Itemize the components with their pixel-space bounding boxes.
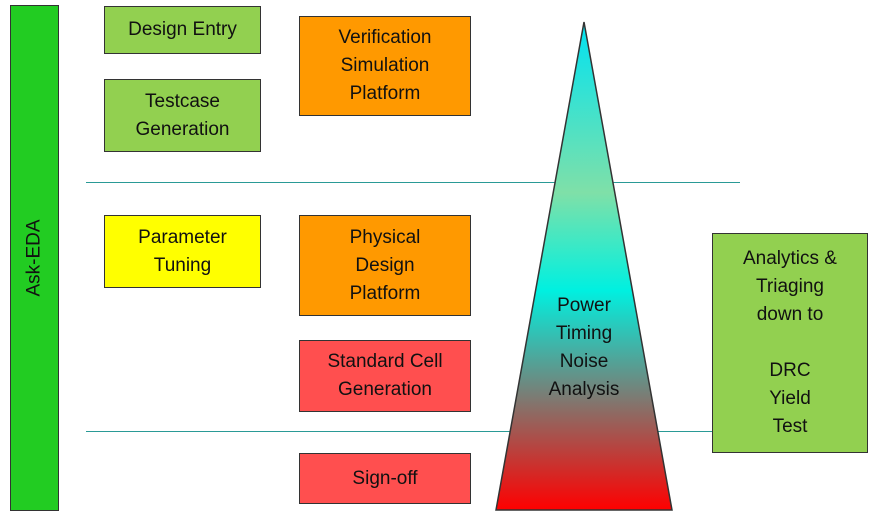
divider-bottom [86,431,712,432]
triangle-label: Power Timing Noise Analysis [548,295,620,400]
design-entry-label: Design Entry [128,19,237,40]
analytics-box: Analytics & Triaging down to DRC Yield T… [712,233,868,453]
sign-off-box: Sign-off [299,453,471,504]
verification-platform-label: Verification Simulation Platform [338,27,432,104]
sign-off-label: Sign-off [352,467,418,489]
testcase-generation-label: Testcase Generation [135,90,230,140]
verification-platform-box: Verification Simulation Platform [299,16,471,116]
testcase-generation-box: Testcase Generation [104,79,261,152]
divider-top [86,182,740,183]
parameter-tuning-label: Parameter Tuning [138,226,227,276]
standard-cell-generation-box: Standard Cell Generation [299,340,471,412]
design-entry-box: Design Entry [104,6,261,54]
physical-design-platform-label: Physical Design Platform [349,226,421,304]
analytics-label: Analytics & Triaging down to DRC Yield T… [743,248,837,437]
triangle-shape [495,21,673,511]
physical-design-platform-box: Physical Design Platform [299,215,471,316]
parameter-tuning-box: Parameter Tuning [104,215,261,288]
ask-eda-bar: Ask-EDA [10,5,59,511]
standard-cell-generation-label: Standard Cell Generation [327,351,443,400]
